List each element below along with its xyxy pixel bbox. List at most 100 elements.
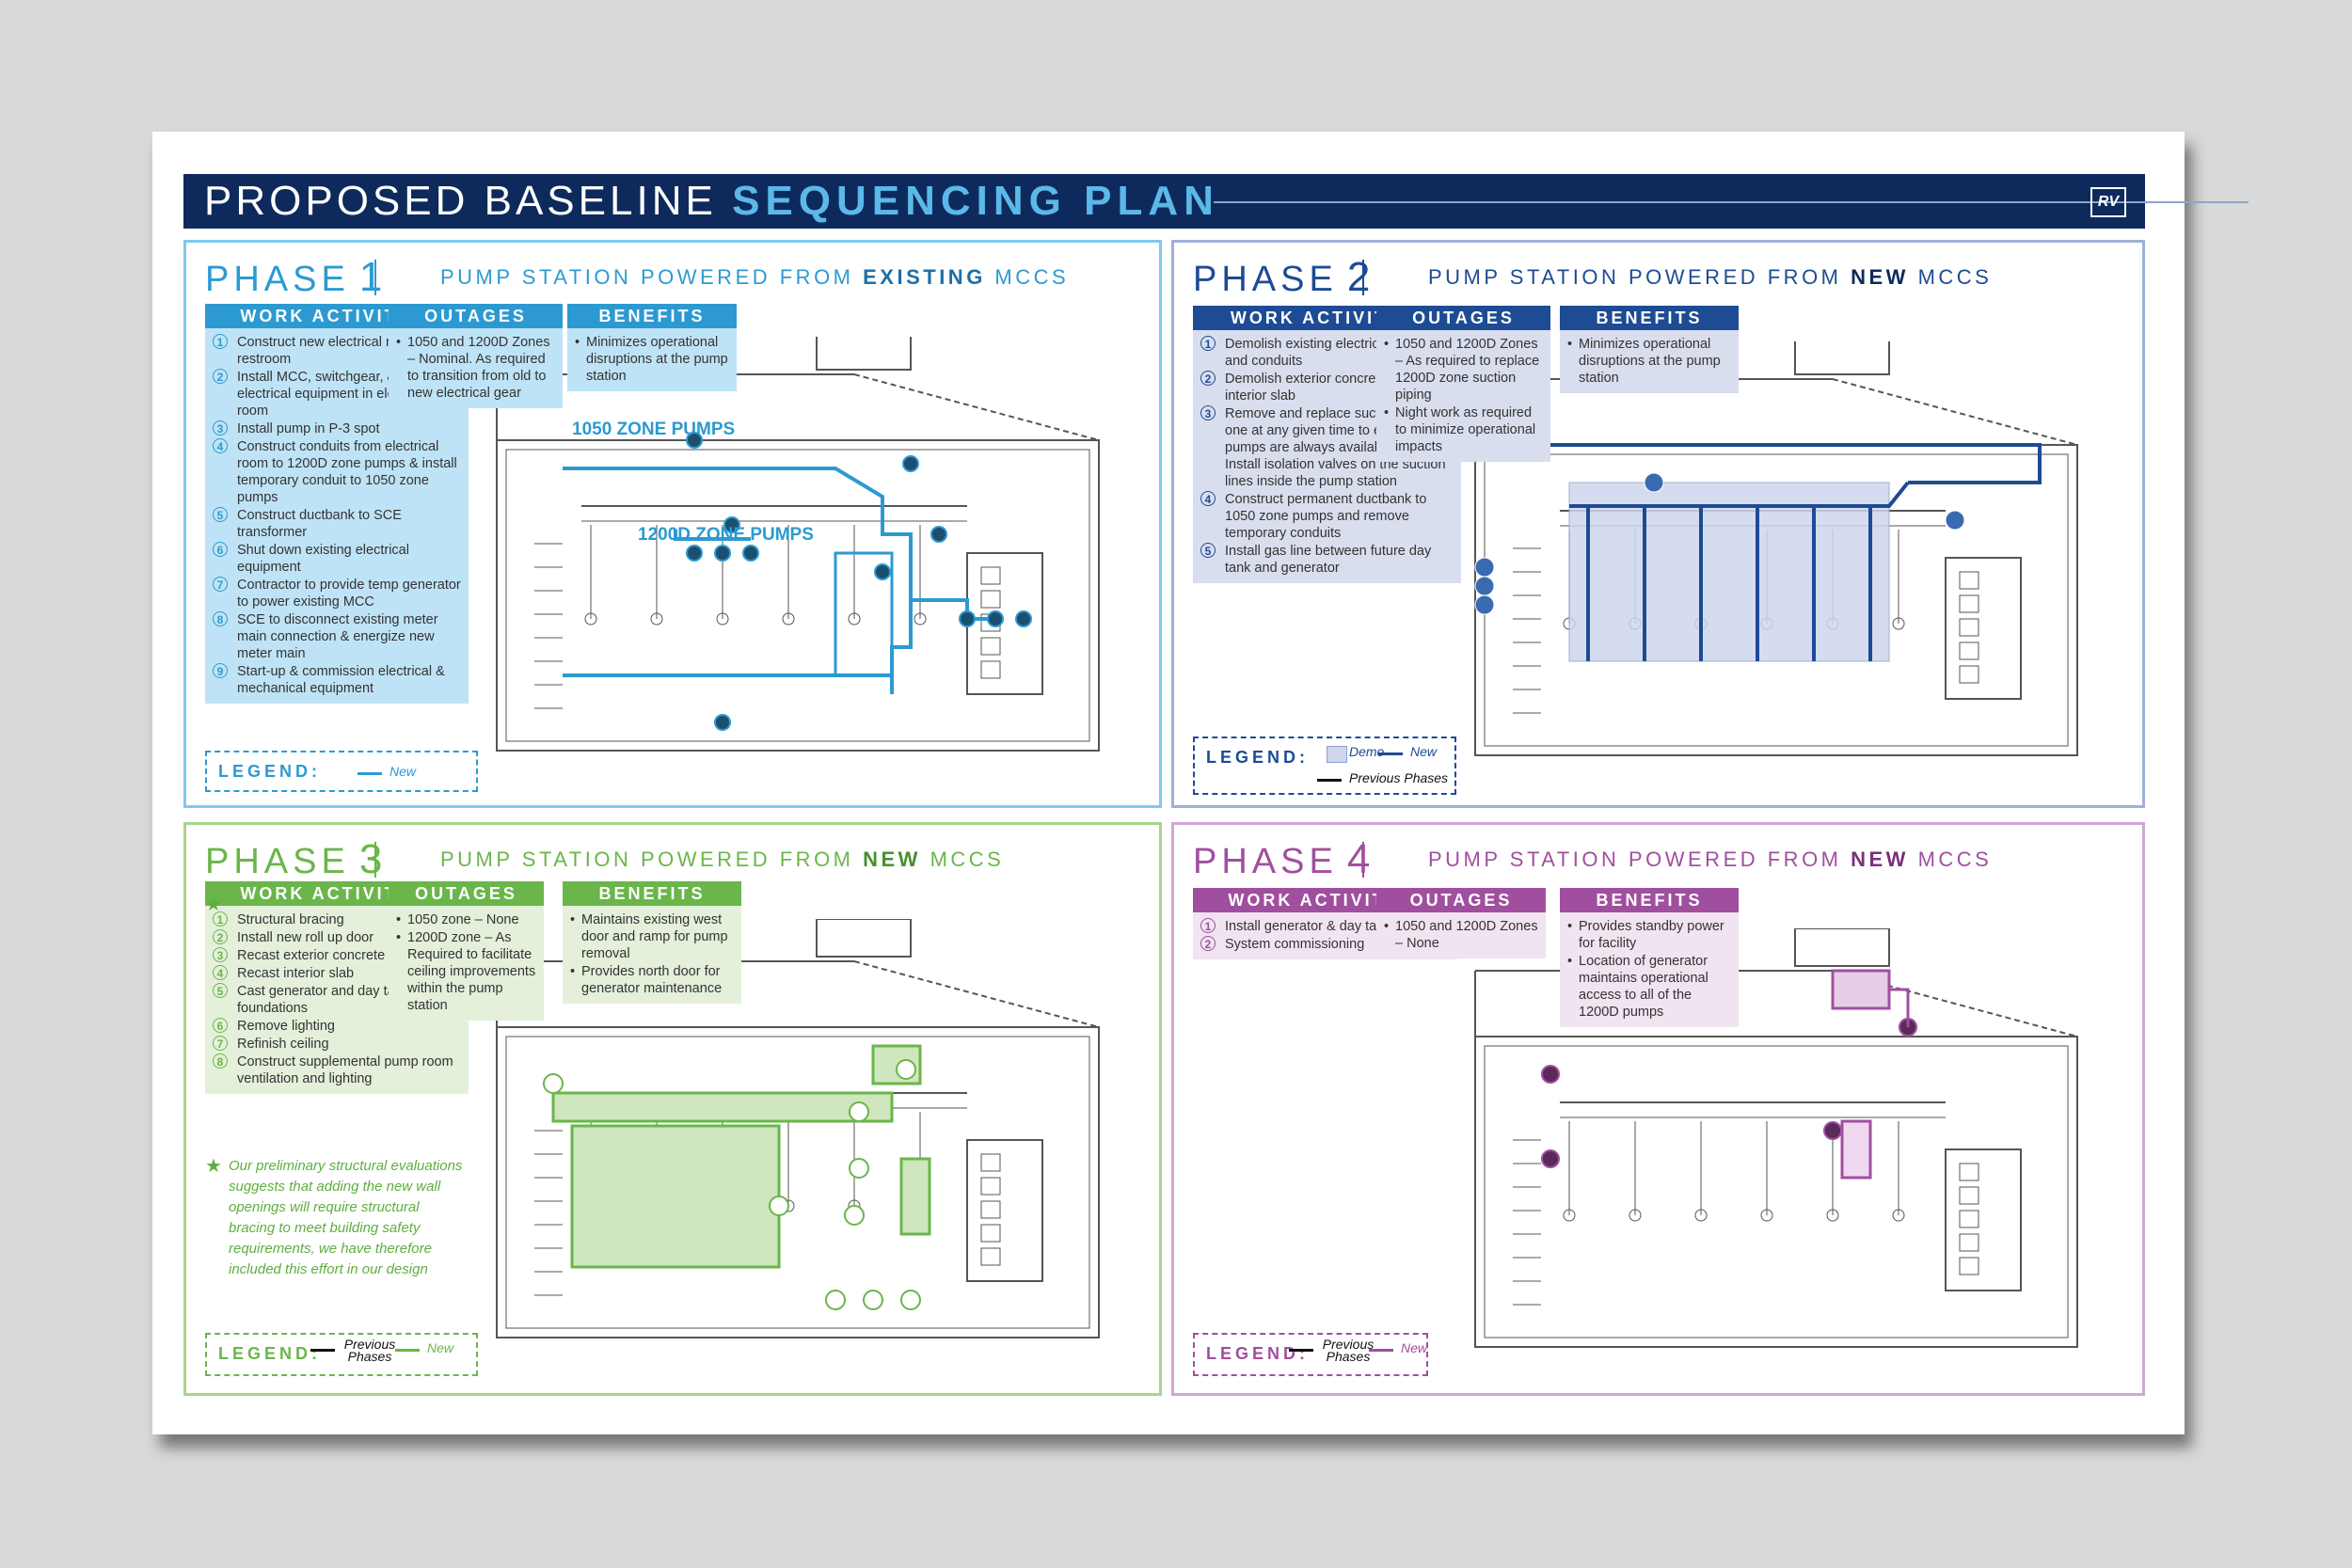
equipment-node xyxy=(1541,1149,1560,1168)
legend-label: LEGEND: xyxy=(1206,748,1309,767)
step-marker xyxy=(825,1290,846,1310)
step-marker xyxy=(863,1290,883,1310)
outages-text: 1200D zone – As Required to facilitate c… xyxy=(407,930,536,1013)
step-marker xyxy=(849,1158,869,1179)
benefits: BENEFITSMaintains existing west door and… xyxy=(563,881,741,1004)
work-activities-text: Construct supplemental pump room ventila… xyxy=(237,1054,453,1086)
new-equipment xyxy=(1541,969,1917,1180)
step-number-icon: 2 xyxy=(1200,371,1216,386)
legend-new-label: New xyxy=(389,764,417,779)
meter-vault xyxy=(1794,341,1890,375)
conduit-node xyxy=(959,610,976,627)
outages-list: 1050 and 1200D Zones – Nominal. As requi… xyxy=(396,334,555,402)
legend-label: LEGEND: xyxy=(218,1344,321,1363)
structural-note: Our preliminary structural evaluations s… xyxy=(229,1158,463,1277)
work-activities-item: 8 Construct supplemental pump room ventil… xyxy=(213,1053,461,1087)
work-activities-text: Construct ductbank to SCE transformer xyxy=(237,508,402,540)
subtitle-bold: EXISTING xyxy=(863,265,986,289)
legend-new-label: New xyxy=(1401,1340,1428,1355)
step-number-icon: 2 xyxy=(213,369,228,384)
work-activities-text: Remove lighting xyxy=(237,1019,335,1034)
step-marker xyxy=(1945,510,1965,531)
benefits: BENEFITSProvides standby power for facil… xyxy=(1560,888,1739,1027)
subtitle-bold: NEW xyxy=(1851,847,1909,871)
outages: OUTAGES 1050 and 1200D Zones – None xyxy=(1376,888,1546,958)
benefits-item: Location of generator maintains operatio… xyxy=(1567,953,1731,1021)
phase-title-separator xyxy=(1362,260,1364,295)
outages-item: Night work as required to minimize opera… xyxy=(1384,404,1543,455)
work-activities-text: Refinish ceiling xyxy=(237,1037,329,1052)
outages-item: 1050 and 1200D Zones – As required to re… xyxy=(1384,336,1543,404)
floor-plan-4 xyxy=(1474,928,2078,1348)
conduit-node xyxy=(902,455,919,472)
step-number-icon: 1 xyxy=(213,911,228,927)
benefits: BENEFITSMinimizes operational disruption… xyxy=(567,304,737,391)
conduit-node xyxy=(714,545,731,562)
phase-number: 2 xyxy=(1346,254,1375,300)
legend-previous-swatch xyxy=(1289,1349,1313,1352)
work-activities-text: Contractor to provide temp generator to … xyxy=(237,578,461,610)
outages-header: OUTAGES xyxy=(1376,888,1546,912)
outages: OUTAGES1050 and 1200D Zones – As require… xyxy=(1376,306,1550,462)
step-number-icon: 7 xyxy=(213,1036,228,1051)
floor-plan-2 xyxy=(1474,341,2078,756)
benefits-body: Provides standby power for facilityLocat… xyxy=(1560,912,1739,1027)
title-rule xyxy=(1214,201,2249,203)
subtitle-pre: PUMP STATION POWERED FROM xyxy=(1428,847,1851,871)
plan-label-1200d: 1200D ZONE PUMPS xyxy=(638,525,814,545)
benefits-text: Location of generator maintains operatio… xyxy=(1579,954,1708,1020)
outages-header: OUTAGES xyxy=(389,304,563,328)
conduit-node xyxy=(742,545,759,562)
floor-plan-1 xyxy=(496,337,1100,752)
subtitle-post: MCCS xyxy=(1908,265,1993,289)
step-number-icon: 3 xyxy=(213,420,228,436)
conduit-node xyxy=(930,526,947,543)
step-number-icon: 1 xyxy=(213,334,228,349)
benefits-list: Provides standby power for facilityLocat… xyxy=(1567,918,1731,1021)
step-marker xyxy=(844,1205,865,1226)
subtitle-pre: PUMP STATION POWERED FROM xyxy=(440,265,864,289)
legend-previous-swatch xyxy=(310,1349,335,1352)
phase-subtitle: PUMP STATION POWERED FROM NEW MCCS xyxy=(1428,265,1992,290)
subtitle-bold: NEW xyxy=(1851,265,1909,289)
legend-previous-label: Previous Phases xyxy=(1349,770,1449,785)
benefits-header: BENEFITS xyxy=(1560,306,1739,330)
phase-title-text: PHASE xyxy=(1193,842,1338,881)
restroom-room xyxy=(966,1139,1043,1282)
phase-subtitle: PUMP STATION POWERED FROM EXISTING MCCS xyxy=(440,265,1069,290)
legend-new-swatch xyxy=(358,772,382,775)
building-outline xyxy=(1474,1036,2078,1348)
step-number-icon: 8 xyxy=(213,1053,228,1069)
work-activities-item: 7 Refinish ceiling xyxy=(213,1036,461,1053)
outages: OUTAGES 1050 and 1200D Zones – Nominal. A… xyxy=(389,304,563,408)
step-number-icon: 2 xyxy=(1200,936,1216,951)
floor-plan-3 xyxy=(496,919,1100,1338)
work-activities-text: System commissioning xyxy=(1225,937,1365,952)
phase-title-separator xyxy=(374,842,376,878)
benefits-item: Minimizes operational disruptions at the… xyxy=(1567,336,1731,387)
work-activities-text: Shut down existing electrical equipment xyxy=(237,543,409,575)
phase-title-separator xyxy=(1362,842,1364,878)
conduit-node xyxy=(987,610,1004,627)
outages-item: 1050 and 1200D Zones – None xyxy=(1384,918,1538,952)
legend-label: LEGEND: xyxy=(218,762,321,781)
day-tank-foundation xyxy=(899,1157,931,1236)
new-piping xyxy=(1474,443,2042,661)
step-marker xyxy=(900,1290,921,1310)
step-number-icon: 4 xyxy=(213,438,228,453)
benefits-text: Provides north door for generator mainte… xyxy=(581,964,723,996)
work-activities-text: Recast interior slab xyxy=(237,966,355,981)
